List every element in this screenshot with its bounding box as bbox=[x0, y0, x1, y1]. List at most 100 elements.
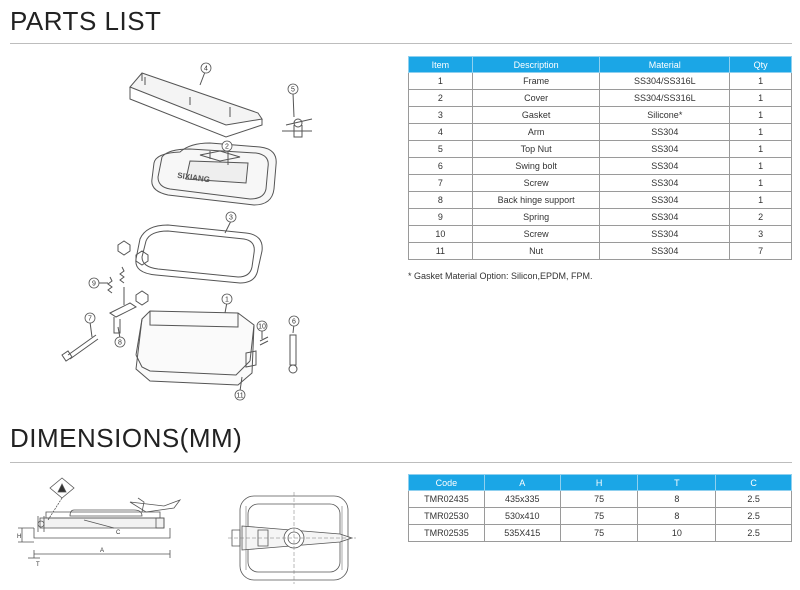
dim-cell: TMR02435 bbox=[408, 490, 485, 508]
back-hinge-part bbox=[109, 302, 137, 334]
gasket-material-note: * Gasket Material Option: Silicon,EPDM, … bbox=[408, 271, 593, 281]
parts-cell: 1 bbox=[729, 174, 792, 192]
dim-cell: 8 bbox=[637, 507, 717, 525]
dim-cell: TMR02530 bbox=[408, 507, 485, 525]
dim-header-code: Code bbox=[408, 474, 485, 491]
svg-text:9: 9 bbox=[92, 281, 96, 288]
dim-cell: 2.5 bbox=[715, 490, 792, 508]
dim-cell: 2.5 bbox=[715, 524, 792, 542]
parts-cell: Spring bbox=[471, 208, 601, 226]
dim-cell: TMR02535 bbox=[408, 524, 485, 542]
parts-cell: 2 bbox=[408, 89, 473, 107]
dim-cell: 8 bbox=[637, 490, 717, 508]
exploded-parts-diagram: 4 5 2 3 1 6 10 11 7 8 9 SIXIANG bbox=[61, 62, 313, 401]
dimensions-divider bbox=[10, 462, 792, 463]
parts-cell: Back hinge support bbox=[471, 191, 601, 209]
parts-cell: SS304 bbox=[599, 208, 731, 226]
parts-cell: SS304 bbox=[599, 157, 731, 175]
parts-cell: 4 bbox=[408, 123, 473, 141]
dim-cell: 2.5 bbox=[715, 507, 792, 525]
dim-header-h: H bbox=[559, 474, 639, 491]
parts-cell: 6 bbox=[408, 157, 473, 175]
parts-list-divider bbox=[10, 43, 792, 44]
parts-cell: SS304 bbox=[599, 191, 731, 209]
dim-cell: 10 bbox=[637, 524, 717, 542]
frame-part bbox=[135, 310, 255, 386]
svg-text:8: 8 bbox=[118, 340, 122, 347]
parts-cell: 1 bbox=[729, 140, 792, 158]
parts-header-qty: Qty bbox=[729, 56, 792, 73]
parts-header-material: Material bbox=[599, 56, 731, 73]
parts-cell: Arm bbox=[471, 123, 601, 141]
parts-cell: 7 bbox=[408, 174, 473, 192]
svg-text:6: 6 bbox=[292, 319, 296, 326]
svg-text:A: A bbox=[100, 548, 104, 554]
parts-cell: Swing bolt bbox=[471, 157, 601, 175]
parts-header-item: Item bbox=[408, 56, 473, 73]
dim-header-a: A bbox=[483, 474, 561, 491]
parts-cell: 7 bbox=[729, 242, 792, 260]
side-view-drawing: H A T C bbox=[17, 477, 182, 568]
parts-cell: Silicone* bbox=[599, 106, 731, 124]
parts-cell: 1 bbox=[729, 157, 792, 175]
parts-cell: SS304 bbox=[599, 123, 731, 141]
svg-text:C: C bbox=[116, 530, 121, 536]
svg-text:7: 7 bbox=[88, 316, 92, 323]
parts-cell: 5 bbox=[408, 140, 473, 158]
parts-cell: 2 bbox=[729, 208, 792, 226]
svg-text:5: 5 bbox=[291, 87, 295, 94]
dim-cell: 75 bbox=[559, 507, 639, 525]
parts-cell: 1 bbox=[729, 191, 792, 209]
svg-text:T: T bbox=[36, 562, 40, 568]
callout-labels: 4 5 2 3 1 6 10 11 7 8 9 bbox=[84, 62, 300, 401]
dim-cell: 75 bbox=[559, 524, 639, 542]
svg-text:10: 10 bbox=[258, 324, 266, 331]
svg-text:3: 3 bbox=[229, 215, 233, 222]
dim-cell: 535X415 bbox=[483, 524, 561, 542]
parts-cell: Screw bbox=[471, 225, 601, 243]
svg-text:4: 4 bbox=[204, 66, 208, 73]
parts-cell: SS304/SS316L bbox=[599, 89, 731, 107]
parts-cell: 3 bbox=[408, 106, 473, 124]
parts-cell: 1 bbox=[729, 106, 792, 124]
parts-cell: 3 bbox=[729, 225, 792, 243]
dim-cell: 75 bbox=[559, 490, 639, 508]
top-view-drawing bbox=[228, 492, 356, 584]
parts-cell: Gasket bbox=[471, 106, 601, 124]
parts-cell: SS304 bbox=[599, 242, 731, 260]
arm-part bbox=[129, 72, 263, 126]
parts-list-title: PARTS LIST bbox=[10, 6, 162, 36]
parts-cell: 1 bbox=[408, 72, 473, 90]
dimensions-title: DIMENSIONS(MM) bbox=[10, 423, 243, 453]
parts-cell: Nut bbox=[471, 242, 601, 260]
parts-cell: Frame bbox=[471, 72, 601, 90]
parts-cell: 11 bbox=[408, 242, 473, 260]
parts-cell: Cover bbox=[471, 89, 601, 107]
top-nut-part bbox=[282, 118, 313, 138]
dim-header-c: C bbox=[715, 474, 792, 491]
svg-text:H: H bbox=[17, 534, 21, 540]
dim-cell: 435x335 bbox=[483, 490, 561, 508]
svg-text:11: 11 bbox=[236, 393, 243, 400]
parts-cell: 9 bbox=[408, 208, 473, 226]
parts-cell: Screw bbox=[471, 174, 601, 192]
parts-cell: Top Nut bbox=[471, 140, 601, 158]
dim-header-t: T bbox=[637, 474, 717, 491]
dim-cell: 530x410 bbox=[483, 507, 561, 525]
parts-cell: SS304 bbox=[599, 174, 731, 192]
parts-cell: 10 bbox=[408, 225, 473, 243]
parts-cell: SS304 bbox=[599, 225, 731, 243]
